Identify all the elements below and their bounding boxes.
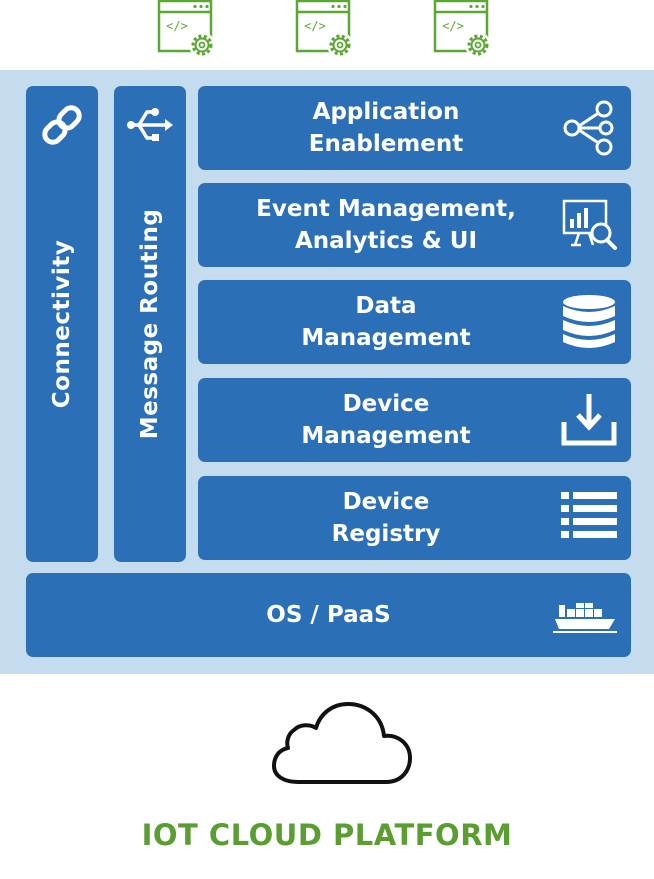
- layer-title-line1: Application: [312, 99, 460, 125]
- cloud-icon: [272, 702, 412, 784]
- analytics-search-icon: [562, 199, 617, 250]
- download-tray-icon: [561, 394, 617, 446]
- code-window-gear-icon: </>: [433, 0, 491, 58]
- share-network-icon: [563, 100, 614, 156]
- svg-text:</>: </>: [442, 19, 464, 33]
- database-icon: [563, 295, 615, 348]
- layer-title-line2: Management: [301, 325, 471, 351]
- layer-title-line1: Device: [342, 489, 430, 515]
- connectivity-label: Connectivity: [49, 239, 75, 409]
- data-management-layer: Data Management: [198, 280, 631, 364]
- connectivity-column: Connectivity: [26, 86, 98, 562]
- message-routing-label: Message Routing: [137, 208, 163, 440]
- platform-stack-panel: Connectivity Message Routing Application…: [0, 70, 654, 674]
- application-enablement-layer: Application Enablement: [198, 86, 631, 170]
- code-window-gear-icon: </>: [295, 0, 353, 58]
- container-ship-icon: [553, 603, 617, 633]
- layer-title-line1: Event Management,: [256, 196, 516, 222]
- device-registry-layer: Device Registry: [198, 476, 631, 560]
- message-routing-column: Message Routing: [114, 86, 186, 562]
- os-paas-label: OS / PaaS: [266, 602, 391, 628]
- layer-title-line2: Enablement: [308, 131, 464, 157]
- layer-title-line2: Analytics & UI: [294, 228, 478, 254]
- usb-routing-icon: [127, 108, 173, 141]
- layer-title-line2: Management: [301, 423, 471, 449]
- layer-title-line1: Device: [342, 391, 430, 417]
- code-window-gear-icon: </>: [157, 0, 215, 58]
- link-icon: [42, 105, 82, 145]
- svg-text:</>: </>: [166, 19, 188, 33]
- svg-text:</>: </>: [304, 19, 326, 33]
- event-management-layer: Event Management, Analytics & UI: [198, 183, 631, 267]
- layer-title-line1: Data: [355, 293, 417, 319]
- device-management-layer: Device Management: [198, 378, 631, 462]
- layer-title-line2: Registry: [331, 521, 441, 547]
- list-icon: [561, 492, 617, 538]
- platform-title: IOT CLOUD PLATFORM: [141, 818, 513, 852]
- os-paas-layer: OS / PaaS: [26, 573, 631, 657]
